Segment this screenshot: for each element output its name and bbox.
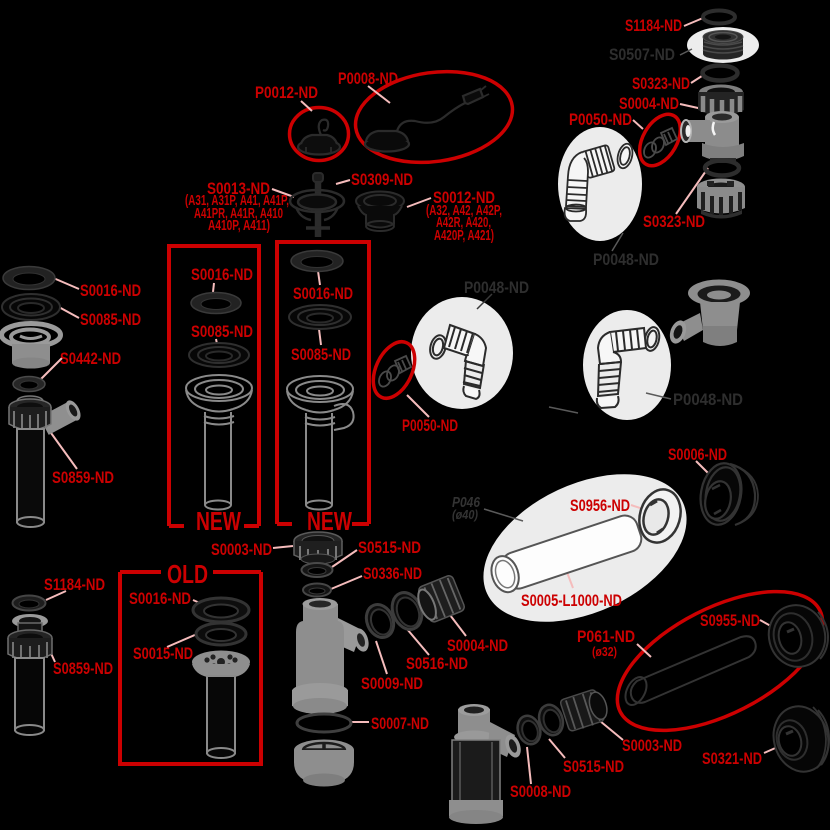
svg-text:S0516-ND: S0516-ND xyxy=(406,654,468,673)
svg-text:S0006-ND: S0006-ND xyxy=(668,445,727,464)
svg-text:P0008-ND: P0008-ND xyxy=(338,69,398,88)
svg-text:S0309-ND: S0309-ND xyxy=(351,170,413,189)
svg-text:A42R, A420,: A42R, A420, xyxy=(436,215,491,231)
svg-text:S0016-ND: S0016-ND xyxy=(191,265,253,284)
svg-text:S0859-ND: S0859-ND xyxy=(52,468,114,487)
svg-text:S0085-ND: S0085-ND xyxy=(80,310,141,329)
svg-text:S0016-ND: S0016-ND xyxy=(293,284,353,303)
svg-text:NEW: NEW xyxy=(307,506,352,536)
svg-text:S0515-ND: S0515-ND xyxy=(358,538,421,557)
svg-text:P046: P046 xyxy=(452,494,481,511)
svg-text:S0442-ND: S0442-ND xyxy=(60,349,121,368)
svg-text:S0008-ND: S0008-ND xyxy=(510,782,571,801)
svg-text:(ø32): (ø32) xyxy=(592,644,617,659)
svg-text:S0007-ND: S0007-ND xyxy=(371,714,429,733)
svg-text:S0956-ND: S0956-ND xyxy=(570,496,630,515)
svg-text:S1184-ND: S1184-ND xyxy=(44,575,105,594)
svg-text:S0004-ND: S0004-ND xyxy=(619,94,679,113)
svg-text:P061-ND: P061-ND xyxy=(577,627,635,646)
svg-text:P0012-ND: P0012-ND xyxy=(255,83,318,102)
svg-text:S0515-ND: S0515-ND xyxy=(563,757,624,776)
svg-text:P0048-ND: P0048-ND xyxy=(673,390,743,409)
svg-text:S0015-ND: S0015-ND xyxy=(133,644,193,663)
svg-text:S0085-ND: S0085-ND xyxy=(191,322,253,341)
svg-text:S0009-ND: S0009-ND xyxy=(361,674,423,693)
svg-text:S0012-ND: S0012-ND xyxy=(433,188,495,207)
svg-text:NEW: NEW xyxy=(196,506,241,536)
svg-text:S0323-ND: S0323-ND xyxy=(632,74,690,93)
svg-text:P0048-ND: P0048-ND xyxy=(593,250,659,269)
svg-text:S0005-L1000-ND: S0005-L1000-ND xyxy=(521,591,622,610)
svg-text:(A31, A31P, A41, A41P,: (A31, A31P, A41, A41P, xyxy=(185,193,289,209)
svg-text:S0003-ND: S0003-ND xyxy=(622,736,682,755)
svg-text:S0323-ND: S0323-ND xyxy=(643,212,705,231)
svg-text:A410P, A411): A410P, A411) xyxy=(208,218,270,234)
svg-text:P0050-ND: P0050-ND xyxy=(402,416,458,435)
svg-text:S0003-ND: S0003-ND xyxy=(211,540,272,559)
svg-text:P0050-ND: P0050-ND xyxy=(569,110,632,129)
svg-text:S0321-ND: S0321-ND xyxy=(702,749,762,768)
svg-text:(A32, A42, A42P,: (A32, A42, A42P, xyxy=(426,203,502,219)
svg-text:A420P, A421): A420P, A421) xyxy=(434,228,494,244)
svg-text:S0013-ND: S0013-ND xyxy=(207,179,270,198)
svg-text:OLD: OLD xyxy=(167,559,208,589)
svg-text:S0336-ND: S0336-ND xyxy=(363,564,422,583)
svg-text:S1184-ND: S1184-ND xyxy=(625,16,682,35)
svg-text:A41PR, A41R, A410: A41PR, A41R, A410 xyxy=(194,206,283,222)
svg-text:P0048-ND: P0048-ND xyxy=(464,278,529,297)
svg-text:S0004-ND: S0004-ND xyxy=(447,636,508,655)
svg-text:(ø40): (ø40) xyxy=(452,507,478,522)
svg-text:S0016-ND: S0016-ND xyxy=(129,589,191,608)
svg-text:S0859-ND: S0859-ND xyxy=(53,659,113,678)
svg-text:S0507-ND: S0507-ND xyxy=(609,45,675,64)
svg-text:S0016-ND: S0016-ND xyxy=(80,281,141,300)
svg-text:S0955-ND: S0955-ND xyxy=(700,611,760,630)
svg-text:S0085-ND: S0085-ND xyxy=(291,345,351,364)
